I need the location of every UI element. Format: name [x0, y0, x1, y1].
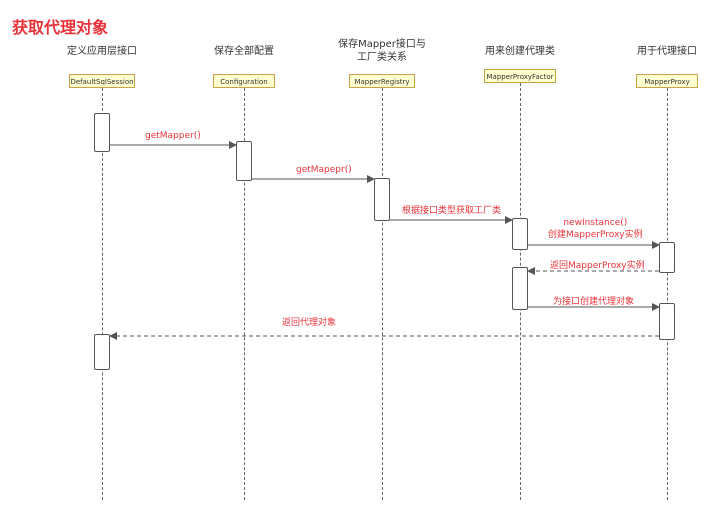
message-label-get-factory: 根据接口类型获取工厂类 [402, 206, 502, 216]
message-label-return-proxy-object: 返回代理对象 [282, 318, 337, 328]
activation-defaultsqlsession-1 [94, 113, 110, 152]
lifeline-mapperproxy [667, 88, 668, 500]
activation-mapperproxyfactory-1 [512, 218, 528, 250]
participant-mapperregistry: MapperRegistry [349, 74, 415, 88]
participant-configuration: Configuration [213, 74, 275, 88]
activation-defaultsqlsession-2 [94, 334, 110, 370]
message-label-return-proxy: 返回MapperProxy实例 [550, 261, 645, 271]
participant-defaultsqlsession: DefaultSqlSession [69, 74, 135, 88]
role-mapperproxy: 用于代理接口 [637, 46, 697, 57]
lifeline-defaultsqlsession [102, 88, 103, 500]
role-configuration: 保存全部配置 [214, 46, 274, 57]
participant-mapperproxyfactory: MapperProxyFactor [484, 69, 556, 83]
role-mapperproxyfactory: 用来创建代理类 [485, 46, 555, 57]
participant-mapperproxy: MapperProxy [636, 74, 698, 88]
diagram-title: 获取代理对象 [12, 18, 109, 37]
activation-mapperproxy-2 [659, 303, 675, 340]
message-label-create-proxy-object: 为接口创建代理对象 [553, 297, 635, 307]
activation-mapperproxyfactory-2 [512, 267, 528, 310]
lifeline-configuration [244, 88, 245, 500]
lifeline-mapperregistry [382, 88, 383, 500]
message-label-getmapper: getMapper() [145, 131, 201, 141]
message-label-newinstance: newInstance() 创建MapperProxy实例 [548, 218, 643, 240]
role-defaultsqlsession: 定义应用层接口 [67, 46, 137, 57]
activation-mapperproxy-1 [659, 242, 675, 273]
activation-configuration-1 [236, 141, 252, 181]
message-label-getmapepr: getMapepr() [296, 165, 352, 175]
role-mapperregistry: 保存Mapper接口与 工厂类关系 [338, 39, 426, 63]
activation-mapperregistry-1 [374, 178, 390, 221]
